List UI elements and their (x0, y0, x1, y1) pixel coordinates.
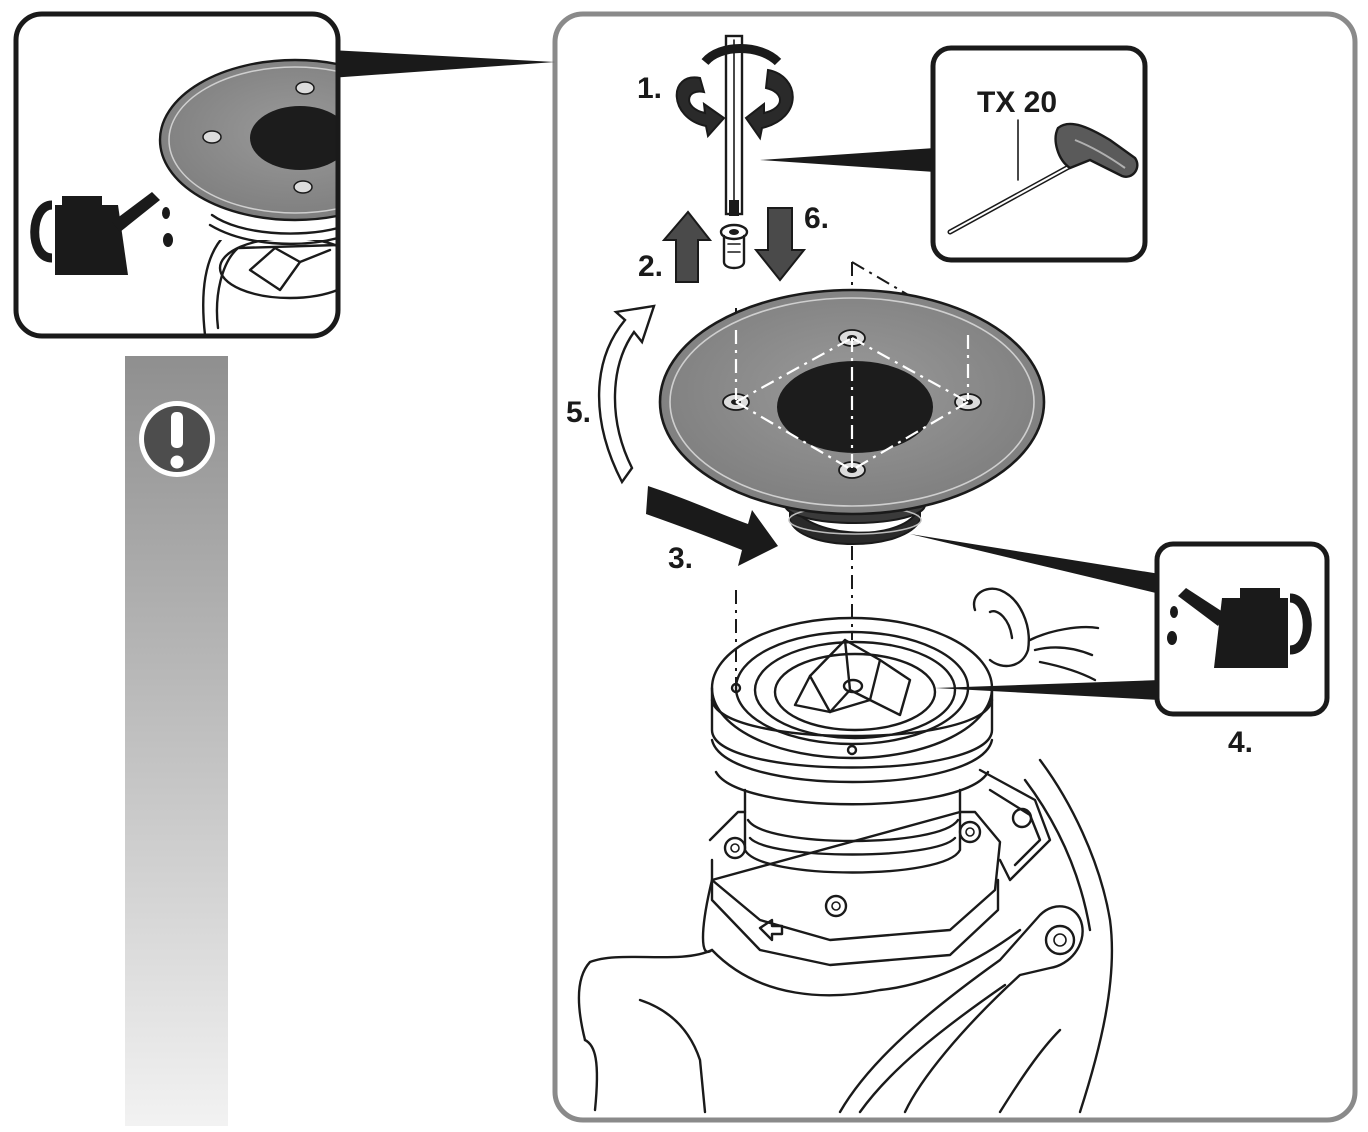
rotate-arrows-icon (675, 44, 794, 141)
arrow-down-icon (753, 207, 807, 282)
detail-callout-pointer (330, 50, 555, 78)
arrow-up-icon (661, 210, 713, 283)
tool-size-label: TX 20 (977, 86, 1057, 119)
curved-arrow-rotate-icon (597, 304, 656, 485)
alignment-guides-bottom (735, 546, 853, 688)
grinder-plate (658, 288, 1046, 545)
oil-can-icon (1167, 588, 1312, 668)
step-2-label: 2. (638, 250, 663, 283)
step-1-label: 1. (637, 72, 662, 105)
detail-box (13, 11, 341, 339)
t-handle-torx-key-icon (947, 122, 1139, 235)
step-3-label: 3. (668, 542, 693, 575)
warning-bar (125, 356, 228, 1126)
exclamation-circle-icon (139, 401, 215, 477)
arrow-right-icon (646, 486, 778, 566)
oil-callout-pointer-upper (910, 534, 1160, 594)
screwdriver-bit (724, 34, 744, 216)
step-5-label: 5. (566, 396, 591, 429)
tool-box: TX 20 (930, 45, 1148, 263)
main-frame (552, 11, 1358, 1123)
step-4-label: 4. (1228, 726, 1253, 759)
step-6-label: 6. (804, 202, 829, 235)
oil-callout-box (1154, 541, 1330, 717)
oil-can-icon (30, 192, 173, 275)
tool-callout-pointer (760, 148, 935, 172)
screw (719, 223, 749, 270)
grinder-body (577, 587, 1114, 1114)
oil-callout-pointer-lower (935, 680, 1160, 700)
